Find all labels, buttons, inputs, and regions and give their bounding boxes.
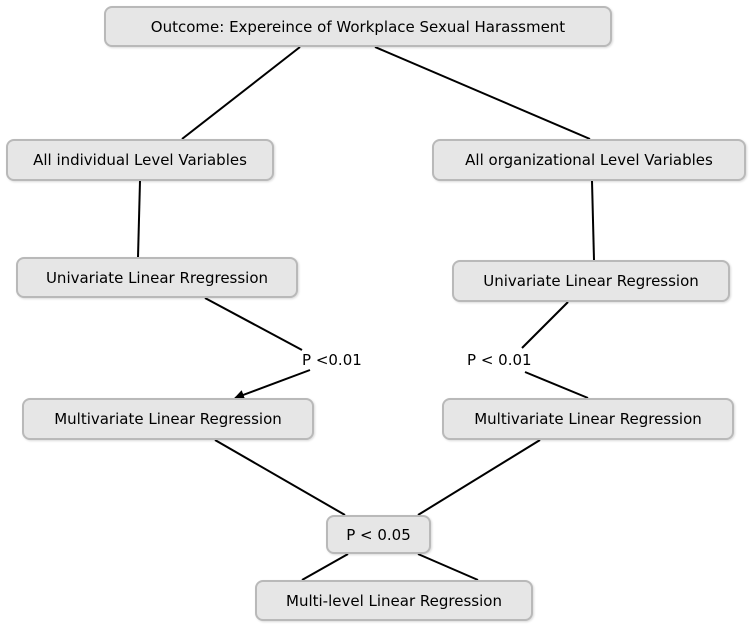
node-outcome: Outcome: Expereince of Workplace Sexual … xyxy=(104,6,612,47)
edge-label-to-multivariate-left xyxy=(234,369,311,400)
node-organizational-label: All organizational Level Variables xyxy=(465,151,713,169)
edge-label-right-p001: P < 0.01 xyxy=(467,351,532,369)
node-individual-label: All individual Level Variables xyxy=(33,151,247,169)
node-univariate-right: Univariate Linear Regression xyxy=(452,260,730,302)
edge-multivariate-left-p005 xyxy=(214,439,346,516)
node-organizational-level-variables: All organizational Level Variables xyxy=(432,139,746,181)
edge-outcome-individual xyxy=(181,46,301,140)
node-outcome-label: Outcome: Expereince of Workplace Sexual … xyxy=(150,17,566,36)
edge-p005-multilevel-right xyxy=(417,553,479,581)
edge-organizational-univariate xyxy=(591,180,595,261)
node-univariate-left-label: Univariate Linear Rregression xyxy=(45,268,269,287)
node-univariate-left: Univariate Linear Rregression xyxy=(16,257,298,298)
node-individual-level-variables: All individual Level Variables xyxy=(6,139,274,181)
edge-label-to-multivariate-right xyxy=(524,371,589,399)
node-multivariate-left: Multivariate Linear Regression xyxy=(22,398,314,440)
edge-univariate-right-to-label xyxy=(521,301,569,349)
edge-label-left-p001: P <0.01 xyxy=(302,351,362,369)
node-p-005-label: P < 0.05 xyxy=(346,525,411,544)
node-univariate-right-label: Univariate Linear Regression xyxy=(483,272,699,290)
node-multilevel-regression: Multi-level Linear Regression xyxy=(255,580,533,621)
node-p-005: P < 0.05 xyxy=(326,515,431,554)
node-multivariate-right: Multivariate Linear Regression xyxy=(442,398,734,440)
edge-p005-multilevel-left xyxy=(301,553,349,581)
edge-outcome-organizational xyxy=(374,46,591,140)
edge-univariate-left-to-label xyxy=(204,297,303,351)
edge-multivariate-right-p005 xyxy=(417,439,541,516)
node-multivariate-left-label: Multivariate Linear Regression xyxy=(54,410,282,428)
edge-individual-univariate xyxy=(137,180,141,258)
node-multivariate-right-label: Multivariate Linear Regression xyxy=(474,410,702,428)
node-multilevel-label: Multi-level Linear Regression xyxy=(286,591,502,610)
